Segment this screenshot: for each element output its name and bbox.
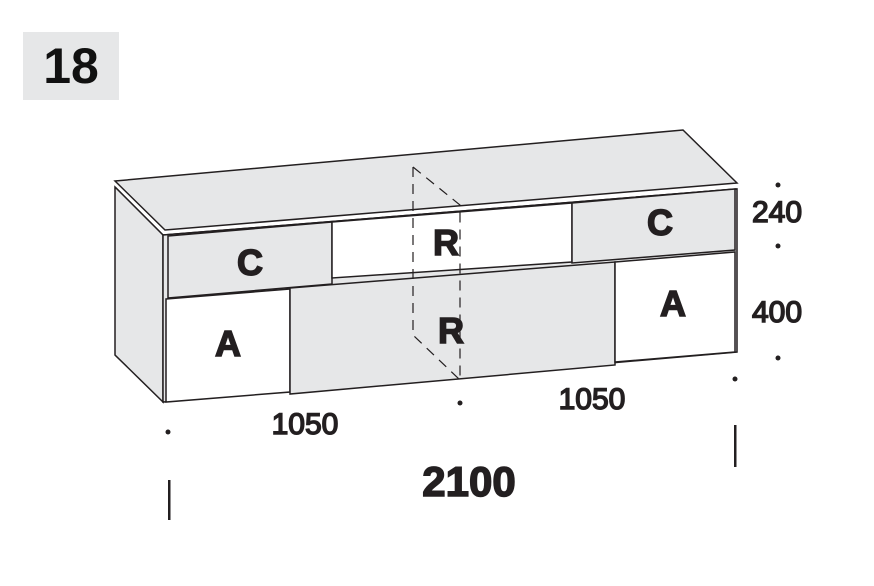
dim-width-left: 1050	[272, 408, 339, 441]
module-label-a-left: A	[215, 323, 241, 364]
module-label-c-left: C	[237, 242, 263, 283]
module-label-r-bottom: R	[438, 310, 464, 351]
figure-number: 18	[23, 32, 119, 100]
top-surface	[113, 129, 739, 231]
dim-total-width: 2100	[422, 458, 515, 505]
center-divider-dashed	[412, 166, 461, 381]
dim-height-top: 240	[752, 196, 802, 229]
module-label-c-right: C	[647, 202, 673, 243]
dim-width-right: 1050	[559, 383, 626, 416]
module-label-a-right: A	[660, 283, 686, 324]
dimension-marks	[165, 182, 781, 520]
drawer-c-right	[571, 188, 736, 264]
module-label-r-top: R	[433, 222, 459, 263]
dim-height-bottom: 400	[752, 296, 802, 329]
flap-r	[289, 261, 616, 395]
door-a-right	[614, 251, 736, 363]
